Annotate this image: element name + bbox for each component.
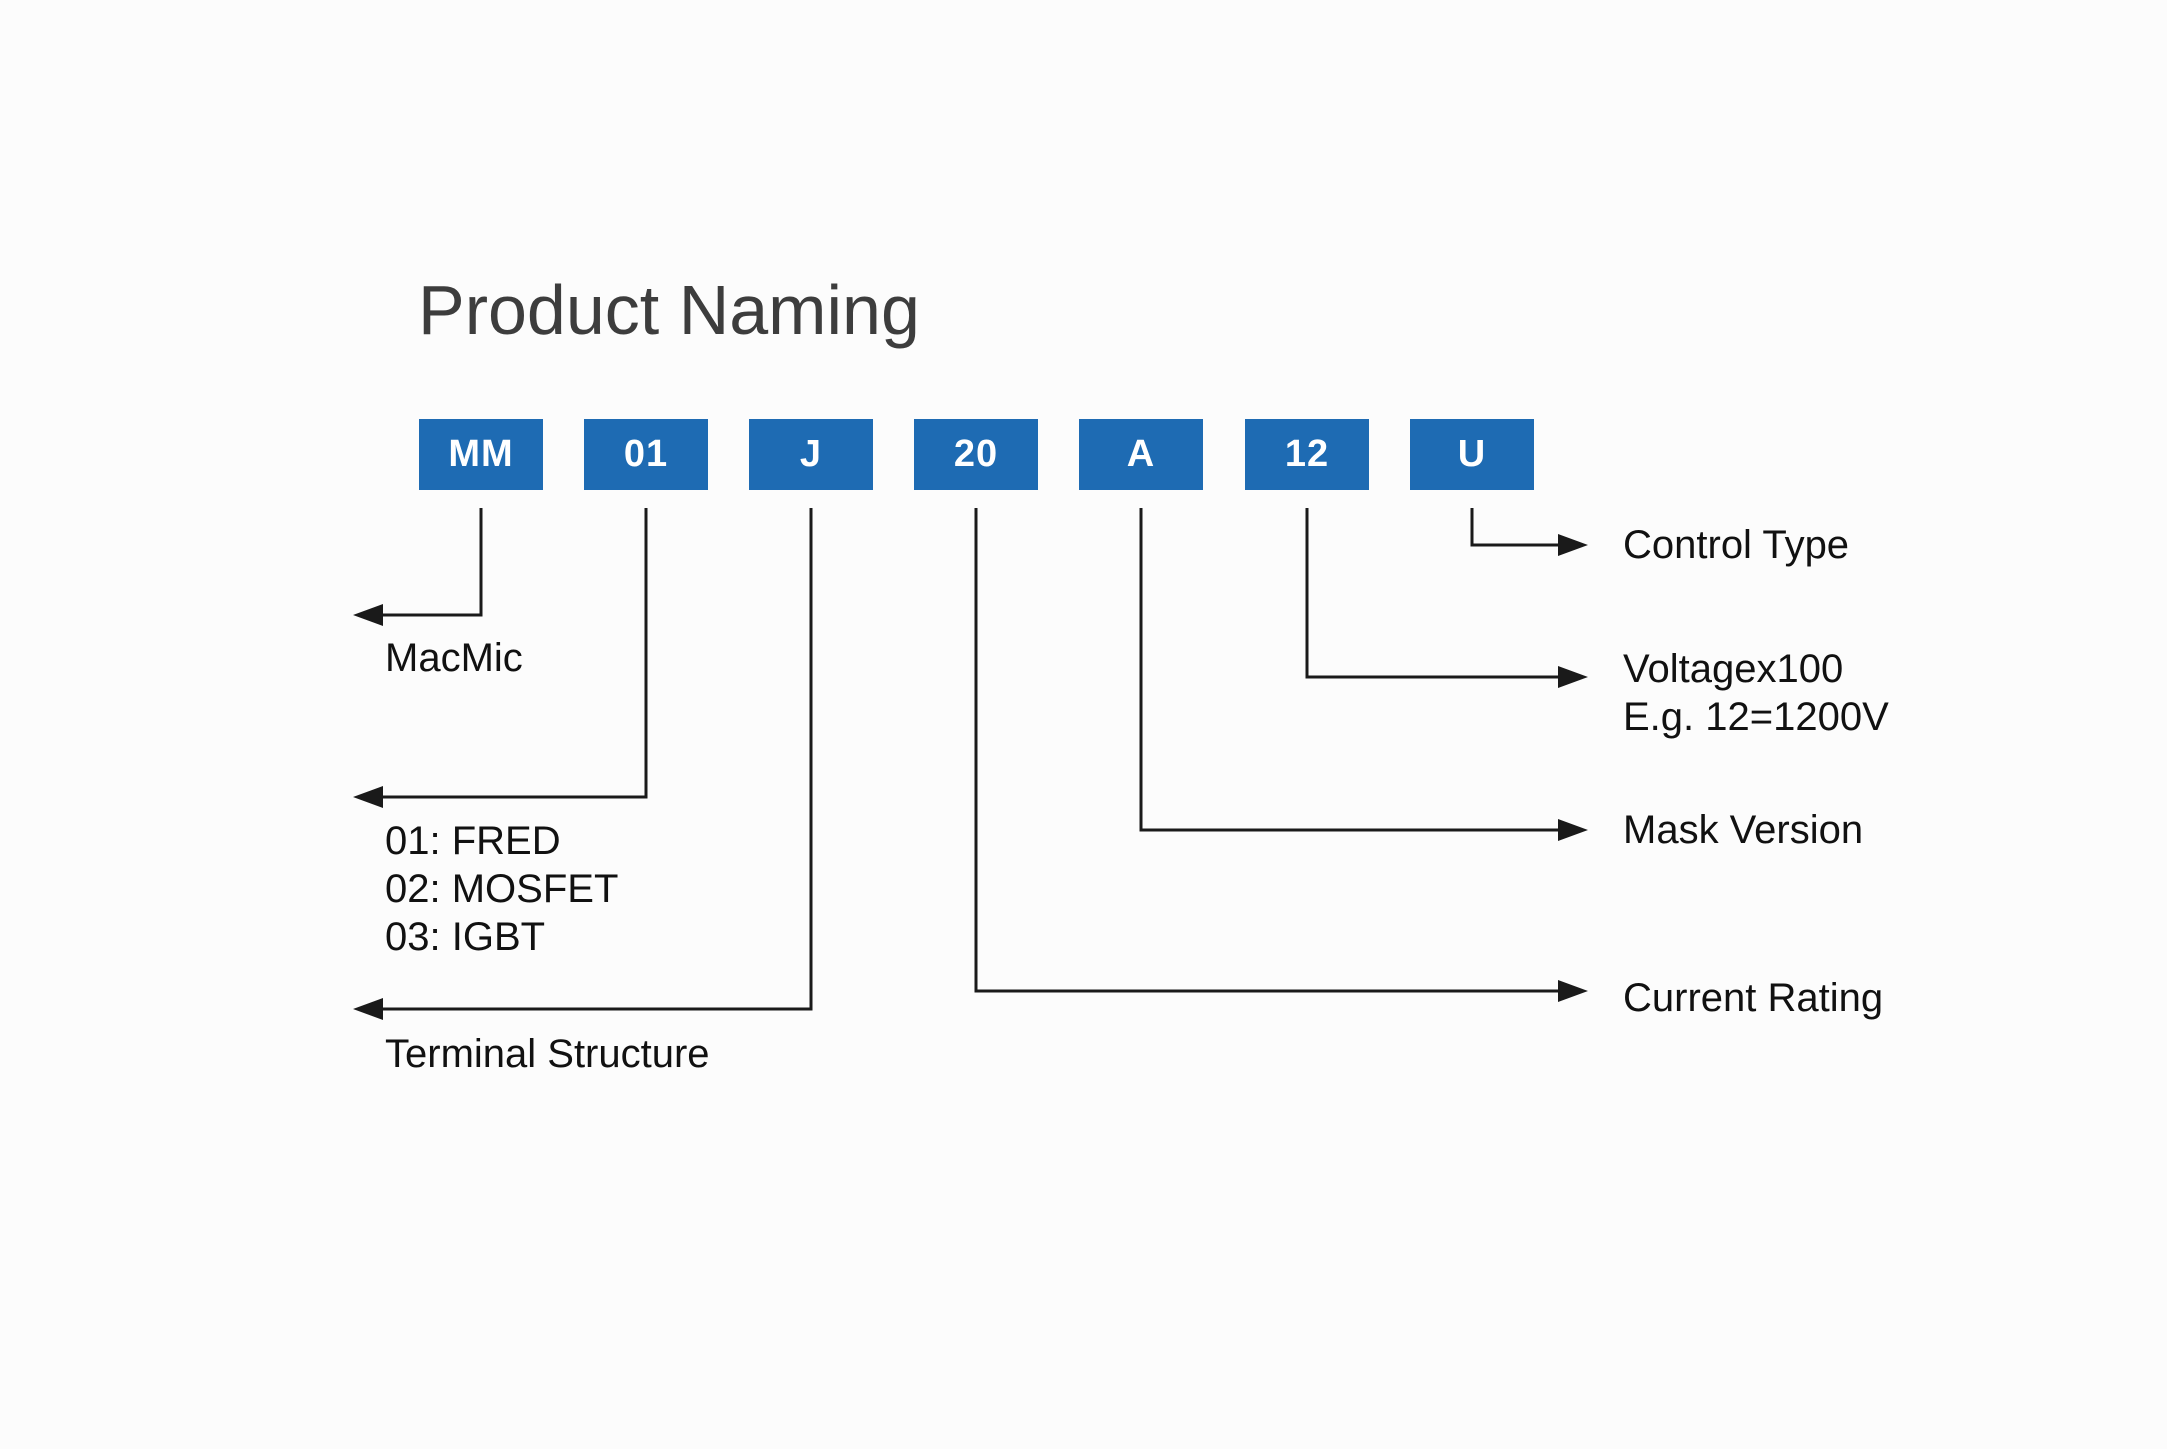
label-device-type-mosfet: 02: MOSFET (385, 867, 619, 911)
label-voltage-line2: E.g. 12=1200V (1623, 695, 1889, 739)
code-box-label: 20 (953, 433, 999, 475)
connector-20-to-current-rating (974, 508, 1558, 993)
code-box-a: A (1079, 419, 1203, 490)
diagram-title: Product Naming (418, 271, 920, 349)
arrow-left-icon (353, 604, 383, 626)
code-box-label: 01 (623, 433, 669, 475)
code-box-20: 20 (914, 419, 1038, 490)
label-voltage: Voltagex100 E.g. 12=1200V (1623, 645, 1889, 741)
label-device-type-igbt: 03: IGBT (385, 915, 546, 959)
arrow-right-icon (1558, 666, 1588, 688)
connector-u-to-control-type (1470, 508, 1558, 547)
arrow-left-icon (353, 998, 383, 1020)
label-terminal-structure: Terminal Structure (385, 1032, 710, 1076)
code-box-12: 12 (1245, 419, 1369, 490)
connector-mm-to-macmic (383, 508, 483, 617)
label-current-rating: Current Rating (1623, 976, 1884, 1020)
connector-12-to-voltage (1305, 508, 1558, 679)
connector-j-to-terminal-structure (383, 508, 813, 1011)
code-box-01: 01 (584, 419, 708, 490)
code-box-label: U (1457, 433, 1487, 475)
arrow-left-icon (353, 786, 383, 808)
code-box-label: J (799, 433, 823, 475)
label-voltage-line1: Voltagex100 (1623, 647, 1844, 691)
connector-01-to-device-types (383, 508, 648, 799)
label-macmic: MacMic (385, 636, 523, 680)
arrow-right-icon (1558, 819, 1588, 841)
label-mask-version: Mask Version (1623, 808, 1864, 852)
code-box-label: 12 (1284, 433, 1330, 475)
code-box-j: J (749, 419, 873, 490)
arrow-right-icon (1558, 980, 1588, 1002)
label-control-type: Control Type (1623, 523, 1850, 567)
arrow-right-icon (1558, 534, 1588, 556)
label-device-type-fred: 01: FRED (385, 819, 561, 863)
code-box-u: U (1410, 419, 1534, 490)
label-device-types: 01: FRED 02: MOSFET 03: IGBT (385, 817, 618, 961)
connector-a-to-mask-version (1139, 508, 1558, 832)
code-box-label: A (1126, 433, 1156, 475)
code-box-mm: MM (419, 419, 543, 490)
code-box-label: MM (448, 433, 514, 475)
